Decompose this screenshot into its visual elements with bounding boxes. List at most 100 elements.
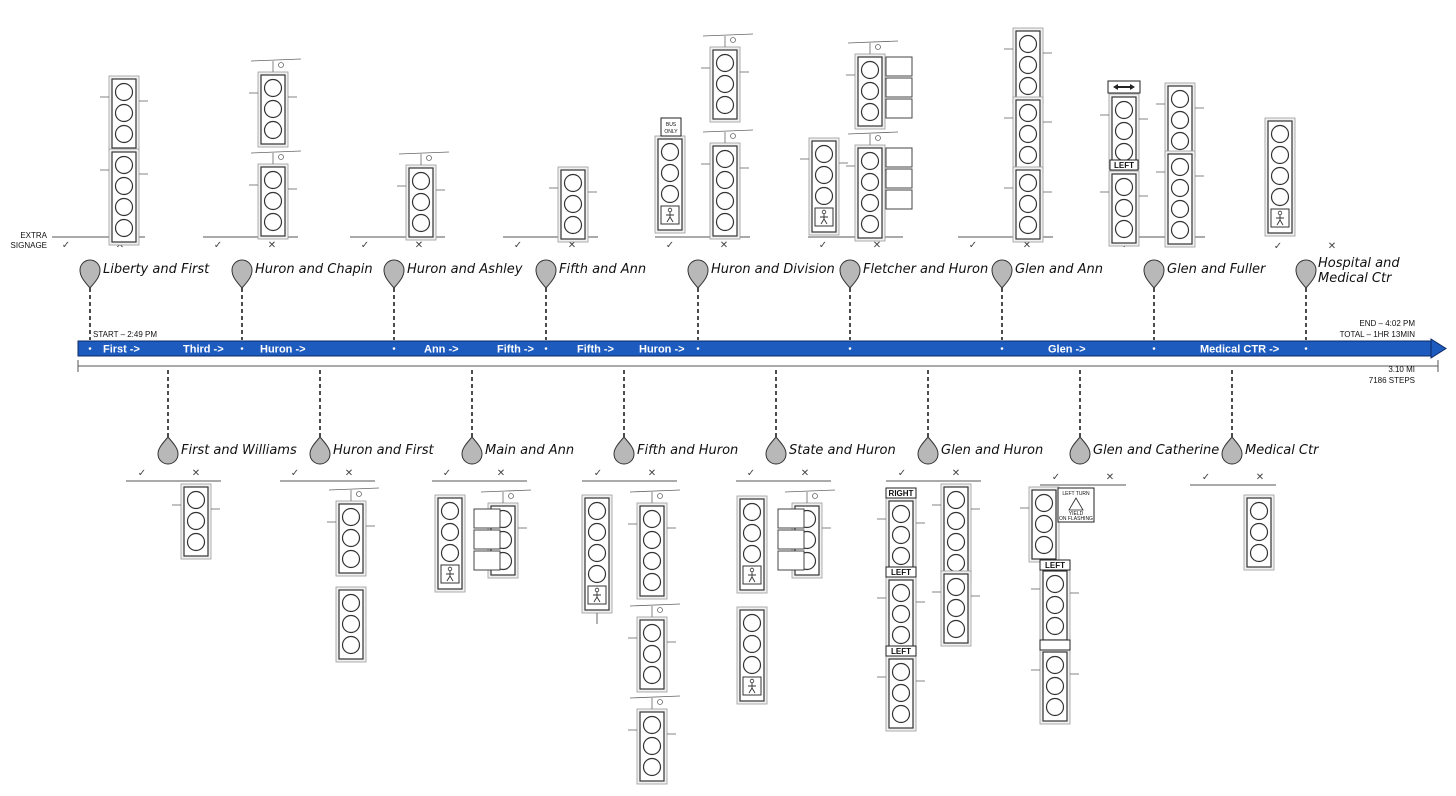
left-sign-text: LEFT bbox=[891, 568, 911, 577]
cross-icon: ✕ bbox=[801, 468, 809, 479]
traffic-light-icon bbox=[628, 695, 681, 785]
stop-state-and-huron: State and Huron ✓ ✕ bbox=[736, 370, 896, 482]
left-sign bbox=[885, 566, 917, 578]
pin-icon bbox=[157, 436, 179, 465]
stop-first-and-williams: First and Williams ✓ ✕ bbox=[126, 370, 297, 482]
start-time: START – 2:49 PM bbox=[93, 330, 157, 339]
left-sign-text: LEFT bbox=[891, 647, 911, 656]
stop-label: Huron and Ashley bbox=[407, 262, 523, 277]
stop-label-line1: Hospital and bbox=[1318, 256, 1400, 271]
arrow-signal-icon bbox=[777, 508, 805, 571]
segment-label: Medical CTR -> bbox=[1200, 344, 1279, 356]
checkmark-icon: ✓ bbox=[1274, 241, 1282, 252]
cross-icon: ✕ bbox=[268, 240, 276, 251]
stop-label: Glen and Catherine bbox=[1093, 443, 1219, 458]
traffic-light-icon bbox=[1031, 567, 1079, 644]
left-sign bbox=[1039, 559, 1071, 571]
cross-icon: ✕ bbox=[1023, 240, 1031, 251]
traffic-light-icon bbox=[877, 655, 925, 732]
traffic-light-icon bbox=[1031, 648, 1079, 725]
cross-icon: ✕ bbox=[345, 468, 353, 479]
checkmark-icon: ✓ bbox=[138, 468, 146, 479]
stop-label: Medical Ctr bbox=[1245, 443, 1320, 458]
pin-icon bbox=[461, 436, 483, 465]
stop-liberty-and-first: ✓ ✕ Liberty and First bbox=[52, 236, 210, 340]
checkmark-icon: ✓ bbox=[819, 240, 827, 251]
checkmark-icon: ✓ bbox=[1202, 472, 1210, 483]
stop-huron-and-ashley: ✓ ✕ Huron and Ashley bbox=[350, 236, 523, 340]
left-turn-yield-sign bbox=[1057, 487, 1095, 523]
left-turn-text-2: YIELD bbox=[1069, 511, 1084, 517]
signs: BUS ONLY LEFT RIGHT LEFT LEFT LEFT LEFT … bbox=[660, 80, 1141, 657]
traffic-light-icon bbox=[1243, 494, 1275, 571]
stop-label: Huron and Chapin bbox=[255, 262, 373, 277]
traffic-light-icon bbox=[846, 40, 899, 130]
arrow-signal-icon bbox=[885, 56, 913, 119]
stop-fifth-and-ann: ✓ ✕ Fifth and Ann bbox=[503, 236, 646, 340]
pedestrian-signal-icon bbox=[654, 135, 686, 234]
traffic-light-icon bbox=[335, 586, 367, 663]
pin-icon bbox=[839, 259, 861, 289]
pin-icon bbox=[79, 259, 101, 289]
bottom-traffic-lights bbox=[172, 483, 1275, 785]
stop-huron-and-first: Huron and First ✓ ✕ bbox=[280, 370, 434, 482]
cross-icon: ✕ bbox=[415, 240, 423, 251]
pedestrian-signal-icon bbox=[434, 494, 466, 593]
stop-fletcher-and-huron: ✓ ✕ Fletcher and Huron bbox=[808, 236, 988, 340]
traffic-light-icon bbox=[549, 166, 597, 243]
checkmark-icon: ✓ bbox=[594, 468, 602, 479]
pin-icon bbox=[917, 436, 939, 465]
traffic-light-icon bbox=[877, 576, 925, 653]
checkmark-icon: ✓ bbox=[514, 240, 522, 251]
traffic-light-icon bbox=[701, 129, 754, 240]
segment-label: Huron -> bbox=[260, 344, 306, 356]
pin-icon bbox=[991, 259, 1013, 289]
stop-glen-and-catherine: Glen and Catherine ✓ ✕ bbox=[1040, 370, 1219, 486]
segment-label: Fifth -> bbox=[497, 344, 534, 356]
checkmark-icon: ✓ bbox=[291, 468, 299, 479]
traffic-light-icon bbox=[327, 487, 380, 577]
pin-icon bbox=[309, 436, 331, 465]
checkmark-icon: ✓ bbox=[747, 468, 755, 479]
stop-main-and-ann: Main and Ann ✓ ✕ bbox=[432, 370, 574, 482]
checkmark-icon: ✓ bbox=[443, 468, 451, 479]
right-sign-text: RIGHT bbox=[889, 489, 914, 498]
cross-icon: ✕ bbox=[1256, 472, 1264, 483]
traffic-light-icon bbox=[1156, 82, 1204, 159]
arrow-head-icon bbox=[1430, 338, 1447, 359]
pin-icon bbox=[1221, 436, 1243, 465]
top-stops: EXTRA SIGNAGE ✓ ✕ Liberty and First ✓ ✕ … bbox=[11, 231, 1400, 340]
top-traffic-lights bbox=[100, 27, 1296, 248]
cross-icon: ✕ bbox=[192, 468, 200, 479]
traffic-light-icon bbox=[1020, 486, 1068, 563]
left-sign-text: LEFT bbox=[1045, 561, 1065, 570]
cross-icon: ✕ bbox=[1106, 472, 1114, 483]
left-sign-text: LEFT bbox=[1114, 161, 1134, 170]
pedestrian-signal-icon bbox=[800, 137, 848, 236]
end-time: END – 4:02 PM bbox=[1359, 319, 1415, 328]
arrow-sign bbox=[1039, 639, 1071, 651]
segment-label: Ann -> bbox=[424, 344, 459, 356]
checkmark-icon: ✓ bbox=[214, 240, 222, 251]
traffic-light-icon bbox=[1004, 166, 1052, 243]
traffic-light-icon bbox=[100, 148, 148, 246]
cross-icon: ✕ bbox=[720, 240, 728, 251]
bottom-stops: First and Williams ✓ ✕ Huron and First ✓… bbox=[126, 370, 1320, 486]
pedestrian-signal-icon bbox=[581, 494, 613, 624]
pedestrian-signal-icon bbox=[736, 495, 768, 594]
segment-label: Third -> bbox=[183, 344, 224, 356]
traffic-light-icon bbox=[1004, 27, 1052, 104]
stop-label: First and Williams bbox=[181, 443, 297, 458]
stop-huron-and-division: ✓ ✕ Huron and Division bbox=[655, 236, 835, 340]
stop-label: Huron and Division bbox=[711, 262, 835, 277]
traffic-light-icon bbox=[932, 570, 980, 647]
stop-label: Glen and Fuller bbox=[1167, 262, 1267, 277]
stop-glen-and-ann: ✓ ✕ Glen and Ann bbox=[958, 236, 1103, 340]
segment-label: Huron -> bbox=[639, 344, 685, 356]
checkmark-icon: ✓ bbox=[898, 468, 906, 479]
traffic-light-icon bbox=[1100, 93, 1148, 170]
checkmark-icon: ✓ bbox=[62, 240, 70, 251]
total-time: TOTAL – 1HR 13MIN bbox=[1340, 330, 1416, 339]
segment-label: First -> bbox=[103, 344, 140, 356]
